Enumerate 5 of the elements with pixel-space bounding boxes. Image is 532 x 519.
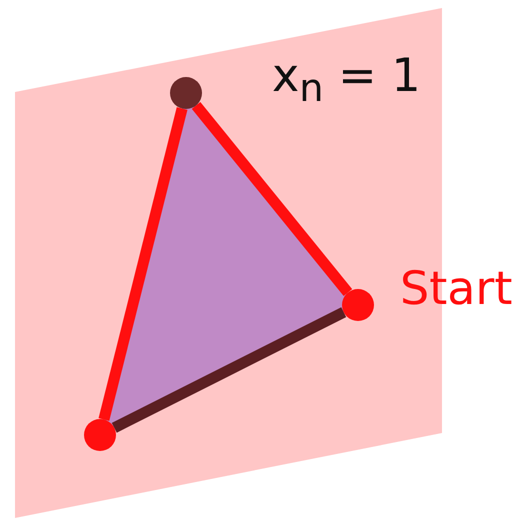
equation-label: x$_{n}$ = 1 (272, 52, 421, 109)
vertex-label: Start (400, 265, 512, 311)
triangle-edge (192, 102, 352, 296)
triangle-edge (112, 307, 346, 433)
triangle-edge (98, 107, 188, 421)
